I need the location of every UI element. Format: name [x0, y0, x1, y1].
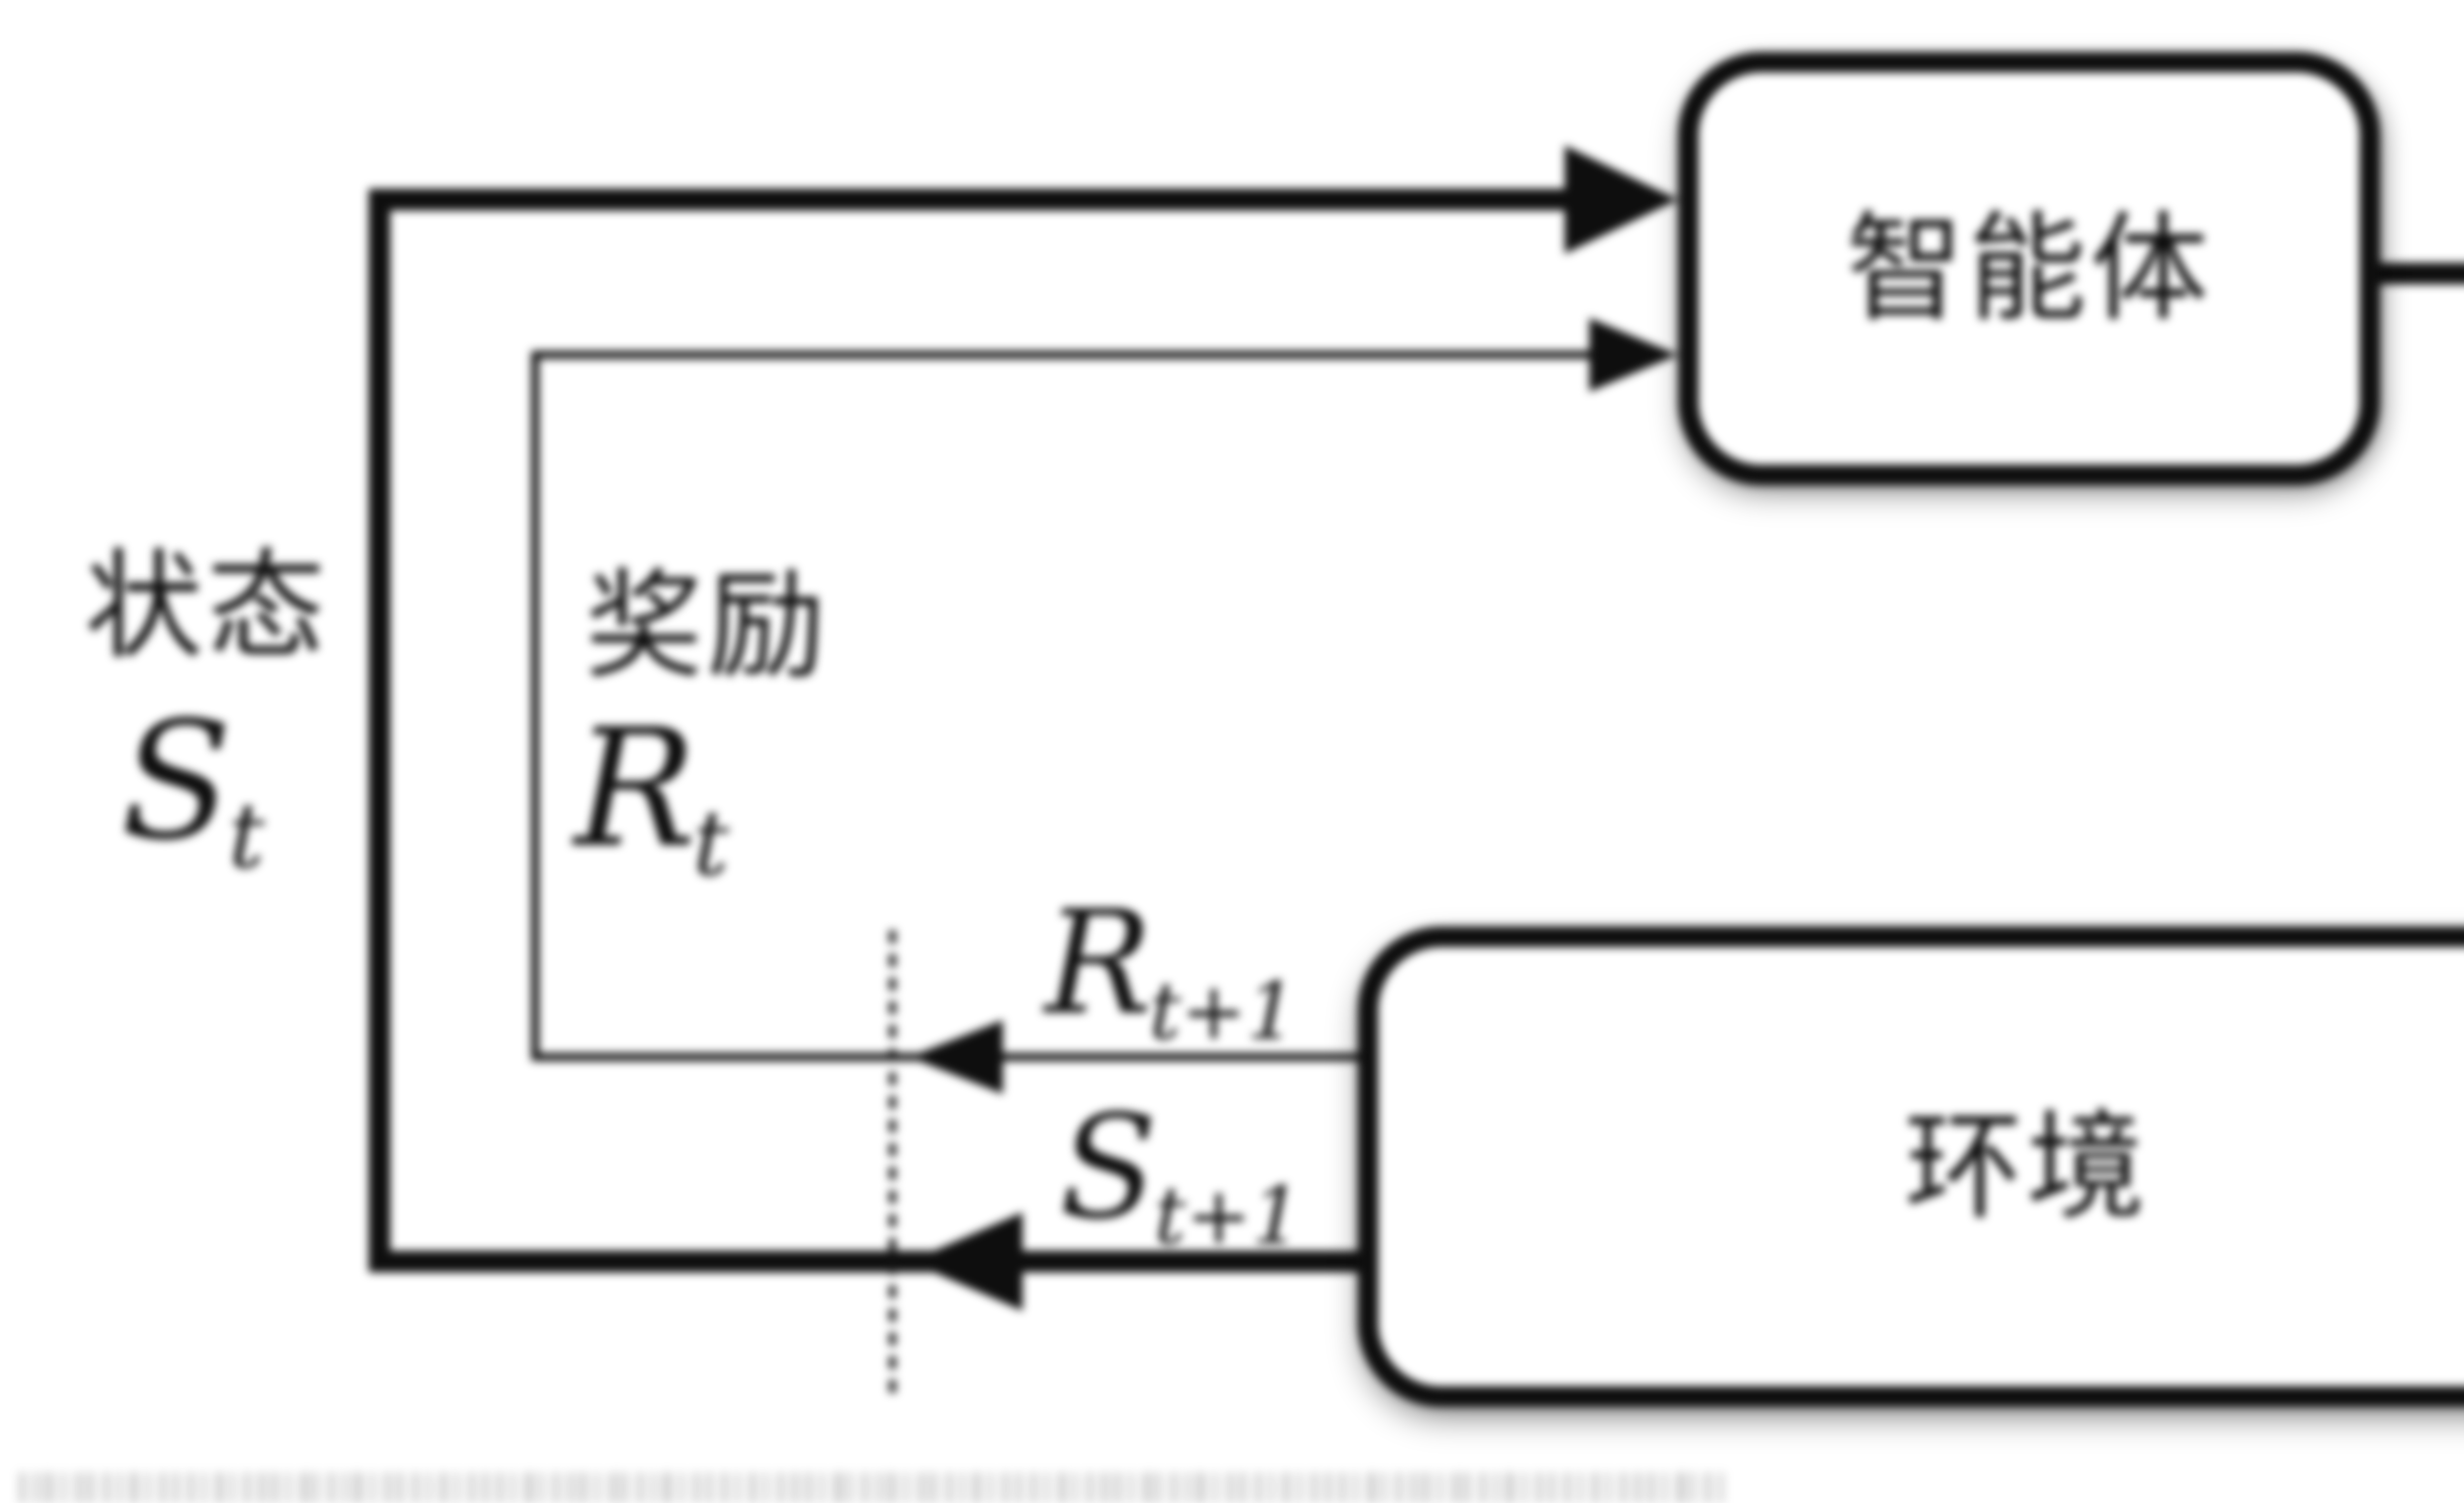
agent-action-out-line: [2370, 263, 2464, 284]
next-state-symbol-base: S: [1060, 1085, 1158, 1251]
time-step-dashed-divider: [889, 930, 896, 1396]
state-symbol-base: S: [121, 686, 233, 876]
reward-label: 奖励: [584, 557, 829, 695]
reward-into-agent-arrowhead-icon: [1589, 318, 1678, 392]
state-feedback-vertical-line: [369, 189, 390, 1272]
agent-box-label: 智能体: [1846, 200, 2213, 338]
environment-box: 环境: [1358, 926, 2464, 1407]
clipped-caption-remnant: [20, 1472, 1725, 1503]
reward-symbol-base: R: [574, 694, 697, 883]
state-symbol-subscript: t: [228, 784, 265, 888]
agent-box: 智能体: [1678, 52, 2380, 485]
state-into-agent-arrowhead-icon: [1565, 145, 1678, 254]
reward-to-agent-line: [531, 351, 1610, 359]
next-state-symbol-subscript: t+1: [1154, 1169, 1302, 1262]
next-reward-symbol-base: R: [1045, 880, 1153, 1046]
next-state-symbol: St+1: [1060, 1096, 1302, 1255]
state-symbol: St: [121, 700, 265, 881]
next-reward-arrowhead-icon: [909, 1020, 1003, 1094]
next-state-line: [369, 1251, 1365, 1272]
state-label: 状态: [84, 537, 329, 675]
next-state-arrowhead-icon: [909, 1212, 1023, 1311]
environment-box-label: 环境: [1904, 1097, 2149, 1236]
state-to-agent-line: [369, 189, 1591, 210]
reward-feedback-vertical-line: [531, 351, 539, 1061]
reward-symbol-subscript: t: [693, 791, 729, 895]
next-reward-symbol-subscript: t+1: [1149, 965, 1297, 1057]
reward-symbol: Rt: [574, 707, 729, 888]
next-reward-symbol: Rt+1: [1045, 892, 1297, 1051]
